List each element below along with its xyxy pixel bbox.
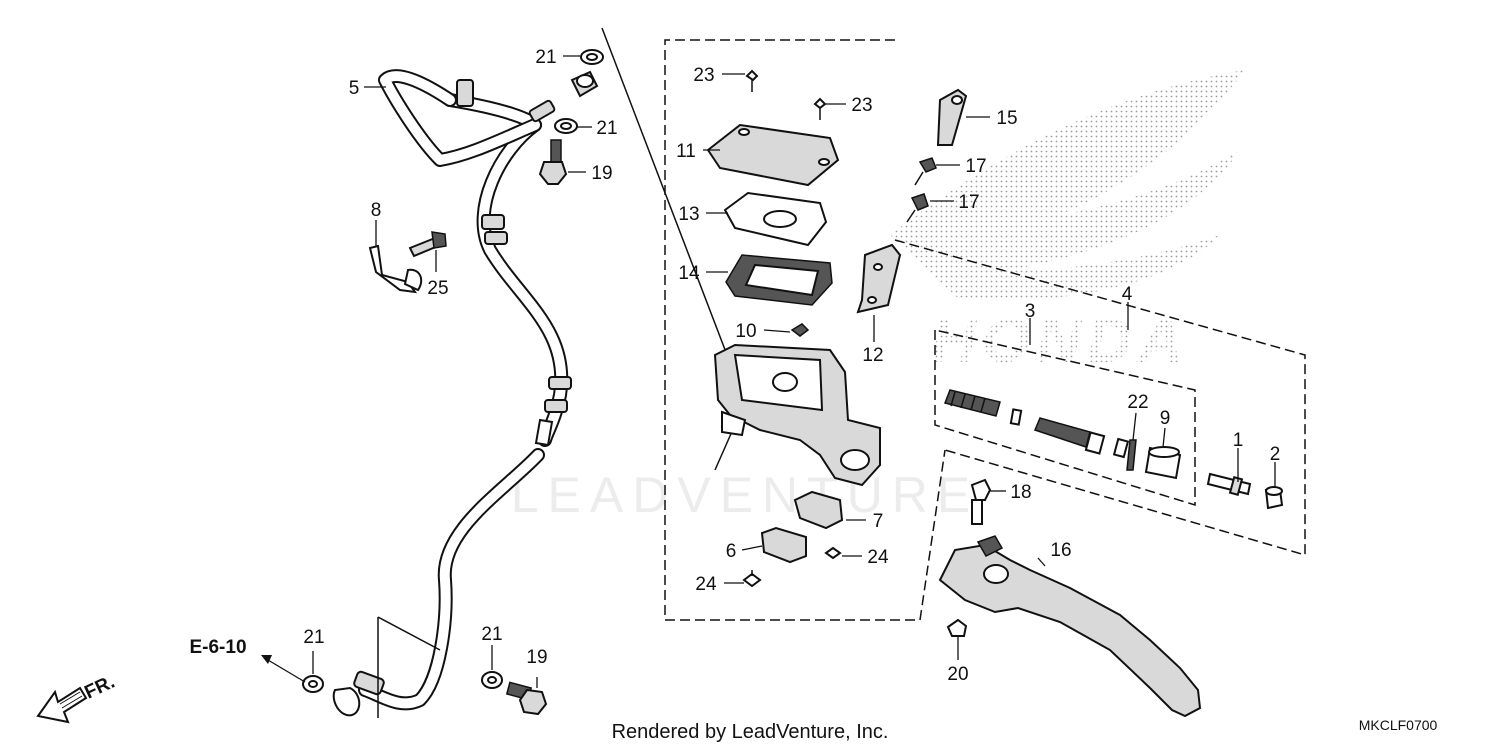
callout-15: 15 [996,108,1017,129]
callout-17-lower: 17 [958,192,979,213]
assembly-4-box [894,239,1306,556]
callout-17-upper: 17 [965,156,986,177]
reservoir-cap-group [706,69,840,306]
callout-21-top: 21 [535,47,556,68]
callout-6: 6 [726,541,737,562]
brand-wordmark-watermark: HONDA [931,307,1188,376]
callout-11: 11 [676,141,696,162]
brake-lever-group [938,478,1202,718]
callout-16: 16 [1050,540,1071,561]
callout-21-lower-right: 21 [481,624,502,645]
callout-21-lower-left: 21 [303,627,324,648]
render-credit: Rendered by LeadVenture, Inc. [612,721,889,743]
callout-7: 7 [873,511,884,532]
callout-19-upper: 19 [591,163,612,184]
pivot-bolt-group [1206,472,1284,510]
brake-hose [332,69,572,717]
callout-12: 12 [862,345,883,366]
callout-24-left: 24 [695,574,717,595]
callout-23-left: 23 [693,65,714,86]
lever-cover-group [856,88,968,314]
upper-banjo-fitting [538,49,604,185]
callout-1: 1 [1233,430,1244,451]
lower-banjo-fitting [302,616,548,718]
callout-22: 22 [1127,392,1148,413]
callout-13: 13 [678,204,699,225]
callout-23-right: 23 [851,95,872,116]
callout-19-lower: 19 [526,647,547,668]
front-direction-arrow [36,686,88,724]
callout-labels: 1 2 3 4 5 6 7 8 9 10 11 12 13 14 15 16 1… [303,47,1280,685]
callout-9: 9 [1160,408,1171,429]
callout-2: 2 [1270,444,1281,465]
callout-18: 18 [1010,482,1031,503]
piston-set-3-box [934,329,1196,507]
callout-4: 4 [1122,284,1133,305]
callout-5: 5 [349,78,360,99]
callout-10: 10 [735,321,756,342]
callout-24-right: 24 [867,547,889,568]
callout-21-mid: 21 [596,118,617,139]
brake-switch-group [742,490,844,588]
front-direction-label: FR. [81,672,118,704]
piston-set-parts [943,389,1182,480]
reference-link[interactable]: E-6-10 [189,637,246,658]
callout-25: 25 [427,278,448,299]
brand-wing-watermark [890,70,1245,301]
callout-8: 8 [371,200,382,221]
callout-14: 14 [678,263,700,284]
callout-3: 3 [1025,301,1036,322]
diagram-code: MKCLF0700 [1359,717,1438,733]
callout-20: 20 [947,664,968,685]
leadventure-watermark: LEADVENTURE [511,467,980,523]
leader-lines [261,55,1276,688]
master-cylinder-assembly-box [664,39,946,621]
hose-bracket [368,231,447,294]
master-cylinder-body [713,323,881,487]
